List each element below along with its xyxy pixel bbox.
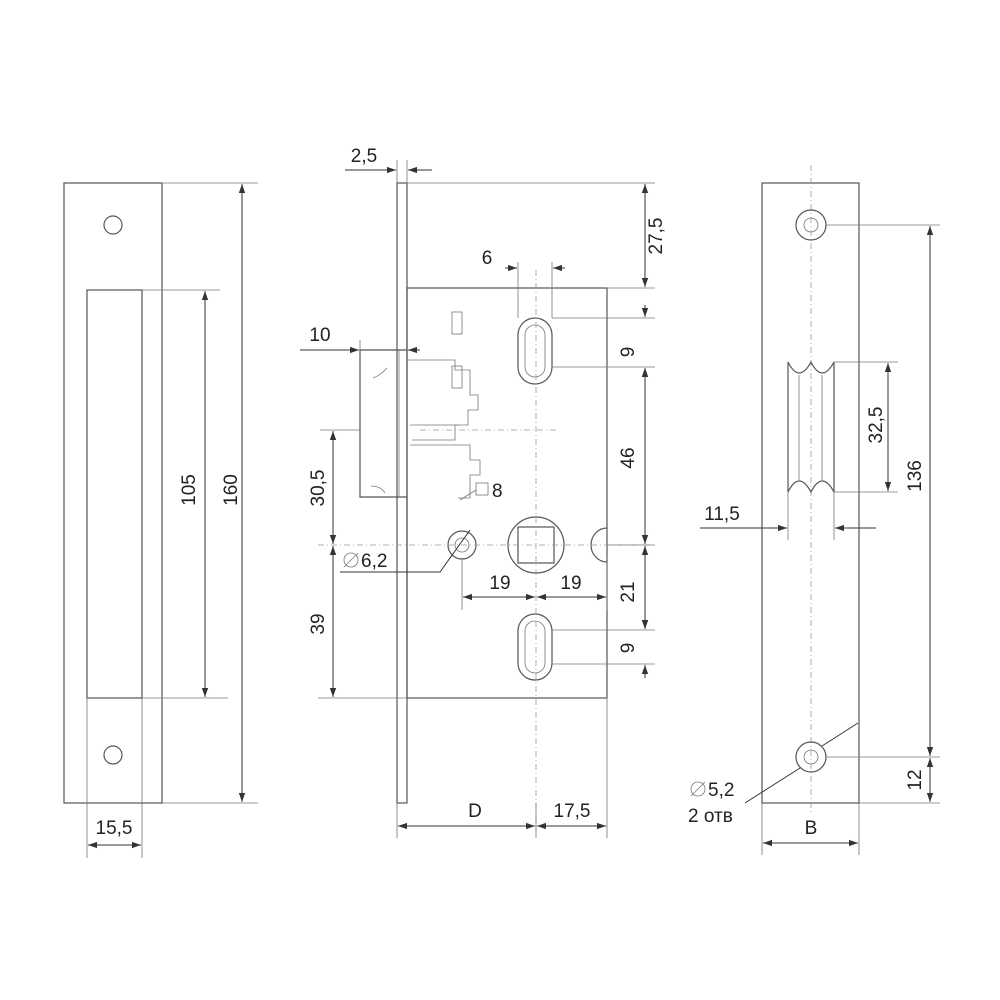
dim-latch-projection: 10 <box>309 325 330 346</box>
dim-center-to-back: 17,5 <box>554 801 591 822</box>
faceplate-outline <box>761 182 860 804</box>
dim-groove-offset: 11,5 <box>704 504 740 525</box>
dim-faceplate-hole-diameter: 5,2 <box>708 780 734 801</box>
dim-faceplate-thickness: 2,5 <box>351 146 377 167</box>
strike-plate-outline <box>63 182 163 804</box>
dim-spindle-to-bottom: 39 <box>308 613 329 634</box>
strike-plate-view: 105 160 15,5 <box>63 182 258 858</box>
lock-body-view: 2,5 27,5 6 10 9 46 30,5 8 6,2 19 19 21 3… <box>300 146 667 838</box>
strike-screw-hole-top <box>103 215 123 235</box>
dim-spindle-left: 19 <box>489 573 510 594</box>
latch-bolt <box>359 349 407 498</box>
mounting-slot-top <box>517 317 553 385</box>
dim-top-offset: 27,5 <box>646 218 667 255</box>
dim-square-spindle: 8 <box>492 481 503 502</box>
lock-case <box>406 287 608 699</box>
dim-spindle-right: 19 <box>560 573 581 594</box>
dim-faceplate-hole-group: 5,2 2 отв <box>688 780 734 827</box>
dim-faceplate-width: B <box>805 818 818 839</box>
lock-faceplate <box>396 182 408 804</box>
dim-hole-from-bottom: 12 <box>905 769 926 790</box>
dim-groove-length: 32,5 <box>866 407 887 444</box>
dim-slot-height-top: 9 <box>618 347 639 358</box>
dim-backset: D <box>468 801 482 822</box>
faceplate-view: 32,5 136 11,5 12 B 5,2 2 отв <box>688 165 940 855</box>
dim-strike-width: 15,5 <box>96 818 133 839</box>
dim-slot-spacing: 46 <box>618 447 639 468</box>
strike-screw-hole-bottom <box>103 745 123 765</box>
dim-latch-to-spindle: 30,5 <box>308 470 329 507</box>
strike-plate-opening <box>86 289 143 699</box>
dim-slot-height-bottom: 9 <box>618 643 639 654</box>
latch-groove <box>787 360 835 494</box>
dim-hole-spacing: 136 <box>905 460 926 492</box>
dim-strike-total-length: 160 <box>221 474 242 506</box>
dim-slot-width: 6 <box>482 248 493 269</box>
dim-hole-diameter: 6,2 <box>361 551 387 572</box>
dim-faceplate-hole-count: 2 отв <box>688 806 733 827</box>
dim-strike-inner-length: 105 <box>179 474 200 506</box>
dim-hole-diameter-group: 6,2 <box>343 551 387 572</box>
mounting-slot-bottom <box>517 613 553 681</box>
dim-spindle-to-slot: 21 <box>618 581 639 602</box>
